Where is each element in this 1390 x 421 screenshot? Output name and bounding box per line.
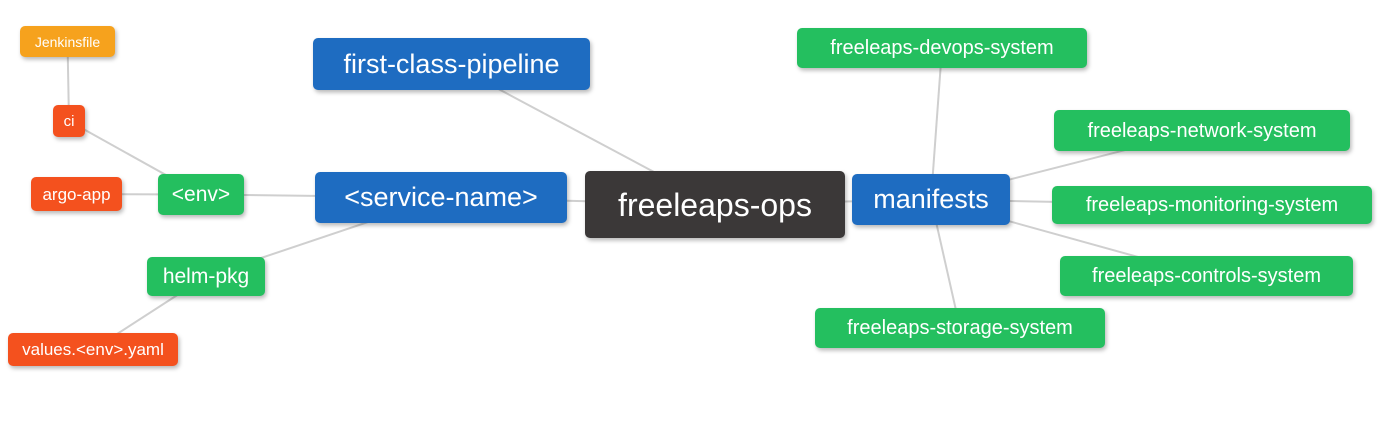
node-manifests[interactable]: manifests [852, 174, 1010, 225]
node-freeleaps-monitoring-system[interactable]: freeleaps-monitoring-system [1052, 186, 1372, 224]
node-env[interactable]: <env> [158, 174, 244, 215]
node-freeleaps-devops-system[interactable]: freeleaps-devops-system [797, 28, 1087, 68]
node-freeleaps-storage-system[interactable]: freeleaps-storage-system [815, 308, 1105, 348]
node-freeleaps-network-system[interactable]: freeleaps-network-system [1054, 110, 1350, 151]
node-service-name[interactable]: <service-name> [315, 172, 567, 223]
node-values-env-yaml[interactable]: values.<env>.yaml [8, 333, 178, 366]
node-first-class-pipeline[interactable]: first-class-pipeline [313, 38, 590, 90]
node-helm-pkg[interactable]: helm-pkg [147, 257, 265, 296]
node-freeleaps-ops[interactable]: freeleaps-ops [585, 171, 845, 238]
node-argo-app[interactable]: argo-app [31, 177, 122, 211]
node-ci[interactable]: ci [53, 105, 85, 137]
node-jenkinsfile[interactable]: Jenkinsfile [20, 26, 115, 57]
node-freeleaps-controls-system[interactable]: freeleaps-controls-system [1060, 256, 1353, 296]
